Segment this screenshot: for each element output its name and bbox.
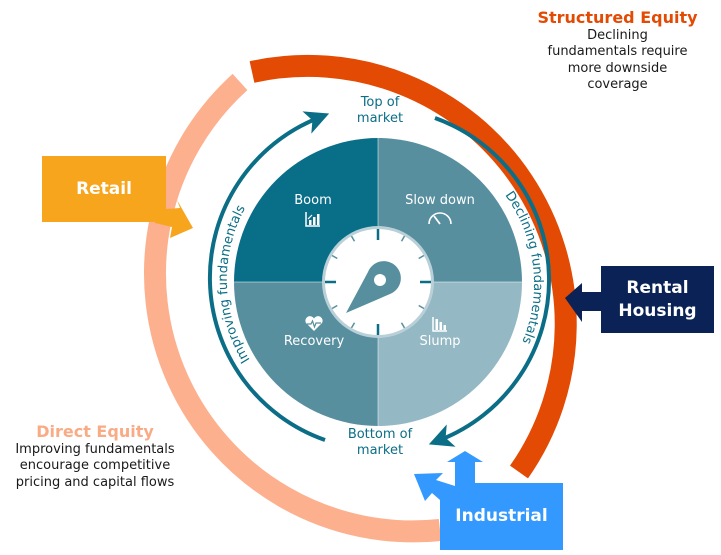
quadrant-recovery-label: Recovery (283, 334, 345, 349)
gauge-tick (331, 304, 338, 310)
gauge-tick (350, 322, 356, 329)
industrial-box[interactable] (414, 451, 563, 550)
gauge-tick (400, 322, 406, 329)
gauge-tick (400, 235, 406, 242)
structured-equity-ring (249, 54, 577, 479)
quadrant-slump-label: Slump (419, 334, 461, 349)
quadrant-slow-down: Slow down (390, 193, 490, 225)
structured-equity-description: Declining fundamentals require more down… (547, 28, 688, 92)
retail-label[interactable]: Retail (76, 178, 132, 199)
quadrant-slow-down-label: Slow down (405, 193, 475, 208)
gauge-ticks (325, 229, 431, 335)
industrial-label[interactable]: Industrial (455, 506, 548, 527)
speedometer-icon (428, 212, 452, 225)
gauge-tick (350, 235, 356, 242)
declining-arc (428, 116, 552, 447)
quadrant-boom: Boom (273, 193, 353, 227)
direct-equity-block: Direct Equity Improving fundamentals enc… (6, 422, 184, 491)
quadrant-boom-label: Boom (294, 193, 332, 208)
quadrant-recovery: Recovery (272, 316, 356, 350)
bar-chart-down-icon (432, 317, 447, 332)
direct-equity-description: Improving fundamentals encourage competi… (15, 442, 175, 490)
bottom-of-market-label: Bottom of market (347, 427, 413, 459)
heart-pulse-icon (305, 316, 323, 331)
structured-equity-block: Structured Equity Declining fundamentals… (520, 8, 715, 93)
direct-equity-ring (144, 73, 442, 543)
gauge-tick (331, 254, 338, 260)
improving-arc (207, 111, 330, 442)
structured-equity-title: Structured Equity (537, 8, 698, 27)
bar-chart-up-icon (305, 212, 320, 227)
rental-housing-box[interactable] (565, 266, 714, 333)
quadrant-slump: Slump (405, 316, 475, 350)
direct-equity-title: Direct Equity (36, 422, 154, 441)
top-of-market-label: Top of market (356, 95, 404, 127)
gauge-tick (418, 254, 425, 260)
gauge-needle-icon (346, 261, 401, 313)
retail-box[interactable] (42, 156, 193, 238)
gauge-tick (418, 304, 425, 310)
